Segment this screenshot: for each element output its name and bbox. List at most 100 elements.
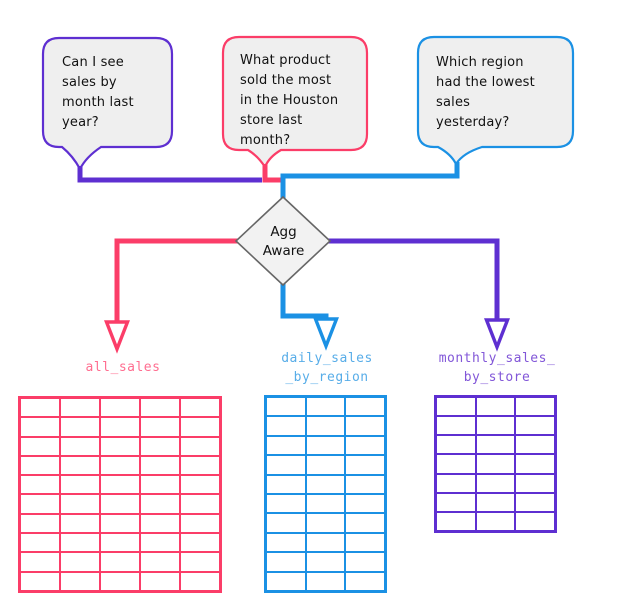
table-cell bbox=[306, 533, 345, 552]
table-cell bbox=[346, 494, 384, 513]
table-cell bbox=[21, 476, 59, 494]
table-cell bbox=[516, 512, 554, 530]
flow-line-in-pink bbox=[262, 164, 285, 183]
table-cell bbox=[181, 572, 219, 590]
table-cell bbox=[306, 572, 345, 590]
flow-line-out-blue bbox=[280, 275, 329, 319]
table-cell bbox=[181, 495, 219, 513]
table-cell bbox=[101, 456, 139, 475]
table-cell bbox=[101, 572, 139, 590]
table-cell bbox=[181, 553, 219, 571]
table-cell bbox=[61, 534, 99, 552]
table-cell bbox=[346, 553, 384, 571]
table-cell bbox=[267, 572, 305, 590]
table-cell bbox=[437, 455, 475, 473]
flow-line-in-blue bbox=[280, 162, 460, 198]
table-all-sales bbox=[18, 396, 222, 593]
table-cell bbox=[476, 417, 515, 435]
table-cell bbox=[61, 476, 99, 494]
table-label-daily-sales-by-region: daily_sales _by_region bbox=[281, 351, 373, 385]
decision-diamond-label: Agg Aware bbox=[262, 224, 305, 259]
table-cell bbox=[306, 514, 345, 532]
table-cell bbox=[181, 514, 219, 533]
table-cell bbox=[61, 572, 99, 590]
table-cell bbox=[267, 417, 305, 435]
table-cell bbox=[141, 418, 179, 436]
table-cell bbox=[346, 398, 384, 416]
table-cell bbox=[61, 399, 99, 417]
table-cell bbox=[61, 495, 99, 513]
arrow-down-pink-icon bbox=[104, 320, 130, 354]
table-cell bbox=[476, 455, 515, 473]
table-cell bbox=[267, 436, 305, 455]
table-cell bbox=[181, 456, 219, 475]
table-cell bbox=[516, 474, 554, 492]
table-cell bbox=[306, 436, 345, 455]
table-cell bbox=[21, 456, 59, 475]
table-cell bbox=[346, 456, 384, 474]
table-cell bbox=[306, 494, 345, 513]
table-cell bbox=[141, 572, 179, 590]
table-cell bbox=[61, 553, 99, 571]
table-cell bbox=[306, 475, 345, 493]
table-cell bbox=[61, 456, 99, 475]
table-cell bbox=[181, 399, 219, 417]
table-cell bbox=[101, 476, 139, 494]
table-cell bbox=[21, 534, 59, 552]
table-cell bbox=[306, 456, 345, 474]
table-cell bbox=[516, 436, 554, 454]
table-cell bbox=[101, 534, 139, 552]
table-cell bbox=[21, 553, 59, 571]
table-cell bbox=[346, 417, 384, 435]
table-cell bbox=[267, 494, 305, 513]
table-cell bbox=[141, 456, 179, 475]
question-bubble-2-text: What product sold the most in the Housto… bbox=[240, 53, 339, 148]
table-cell bbox=[61, 437, 99, 455]
table-cell bbox=[346, 436, 384, 455]
table-cell bbox=[516, 398, 554, 416]
table-cell bbox=[346, 572, 384, 590]
table-cell bbox=[21, 572, 59, 590]
table-cell bbox=[516, 455, 554, 473]
table-cell bbox=[181, 534, 219, 552]
table-cell bbox=[437, 436, 475, 454]
table-cell bbox=[306, 553, 345, 571]
flow-line-in-purple bbox=[77, 166, 262, 183]
table-monthly-sales-by-store bbox=[434, 395, 557, 533]
table-cell bbox=[476, 474, 515, 492]
table-cell bbox=[437, 417, 475, 435]
table-cell bbox=[181, 476, 219, 494]
table-cell bbox=[141, 514, 179, 533]
table-cell bbox=[437, 493, 475, 511]
table-cell bbox=[306, 398, 345, 416]
table-cell bbox=[476, 512, 515, 530]
table-cell bbox=[21, 437, 59, 455]
flow-line-out-purple bbox=[316, 238, 500, 321]
table-cell bbox=[181, 437, 219, 455]
table-cell bbox=[101, 514, 139, 533]
table-cell bbox=[437, 474, 475, 492]
table-cell bbox=[516, 493, 554, 511]
question-bubble-3-text: Which region had the lowest sales yester… bbox=[436, 55, 535, 130]
table-cell bbox=[141, 534, 179, 552]
table-cell bbox=[141, 437, 179, 455]
table-cell bbox=[181, 418, 219, 436]
table-cell bbox=[61, 418, 99, 436]
table-cell bbox=[476, 398, 515, 416]
arrow-down-blue-icon bbox=[313, 317, 339, 351]
flow-line-out-pink bbox=[114, 238, 250, 323]
table-daily-sales-by-region bbox=[264, 395, 387, 593]
table-cell bbox=[21, 514, 59, 533]
table-cell bbox=[267, 475, 305, 493]
table-cell bbox=[101, 418, 139, 436]
table-cell bbox=[141, 495, 179, 513]
table-label-all-sales: all_sales bbox=[85, 360, 161, 375]
table-cell bbox=[346, 514, 384, 532]
arrow-down-purple-icon bbox=[484, 318, 510, 352]
table-cell bbox=[101, 399, 139, 417]
table-cell bbox=[267, 533, 305, 552]
decision-diamond bbox=[234, 195, 332, 287]
table-cell bbox=[21, 495, 59, 513]
